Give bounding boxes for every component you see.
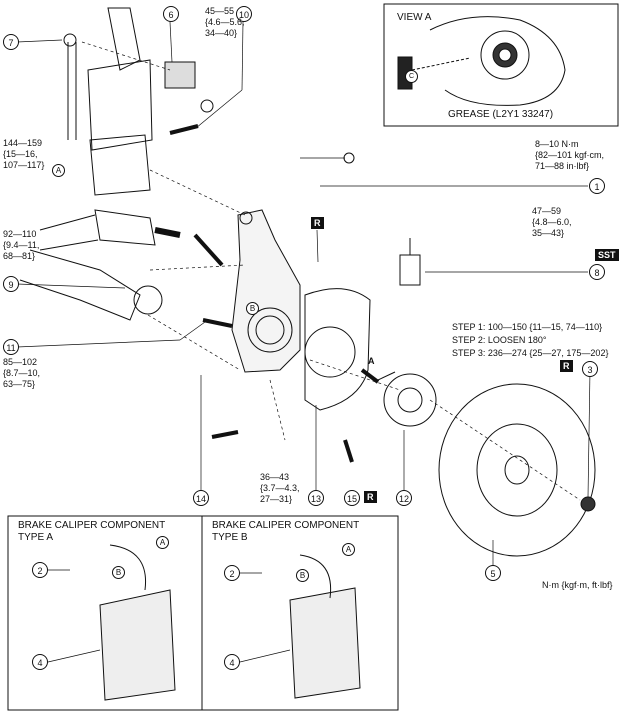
callout-13: 13: [308, 490, 324, 506]
torque-step-3: STEP 3: 236—274 {25—27, 175—202}: [452, 348, 609, 358]
view-a-hub: [480, 30, 530, 80]
view-a-frame: [383, 3, 619, 127]
callout-10: 10: [236, 6, 252, 22]
torque-step-2: STEP 2: LOOSEN 180°: [452, 335, 547, 345]
reuse-tag-bolt: R: [364, 491, 377, 503]
callout-8: 8: [589, 264, 605, 280]
reuse-tag-hub: R: [560, 360, 573, 372]
letter-a-caliper-a: A: [156, 536, 169, 549]
letter-a-strut: A: [52, 164, 65, 177]
grease-note: GREASE (L2Y1 33247): [448, 109, 554, 120]
caliper-a-title: BRAKE CALIPER COMPONENT TYPE A: [18, 520, 166, 543]
callout-3: 3: [582, 361, 598, 377]
callout-9: 9: [3, 276, 19, 292]
caliper-b-title: BRAKE CALIPER COMPONENT TYPE B: [212, 520, 360, 543]
torque-item-6: 45—55 {4.6—5.6, 34—40}: [205, 6, 245, 38]
reuse-tag-nut: R: [311, 217, 324, 229]
letter-a-caliper-b: A: [342, 543, 355, 556]
torque-step-1: STEP 1: 100—150 {11—15, 74—110}: [452, 322, 603, 332]
callout-1: 1: [589, 178, 605, 194]
arrow-a-label: A: [368, 356, 375, 366]
torque-mid-left: 92—110 {9.4—11, 68—81}: [3, 229, 40, 261]
letter-b-knuckle: B: [246, 302, 259, 315]
sst-tag: SST: [595, 249, 619, 261]
callout-2b: 2: [224, 565, 240, 581]
torque-sensor: 8—10 N·m {82—101 kgf·cm, 71—88 in·lbf}: [535, 139, 605, 171]
letter-b-caliper-a: B: [112, 566, 125, 579]
callout-11: 11: [3, 339, 19, 355]
torque-lower-left: 85—102 {8.7—10, 63—75}: [3, 357, 41, 389]
view-a-title: VIEW A: [397, 12, 432, 23]
brake-rotor-outline: [438, 383, 596, 557]
torque-bottom: 36—43 {3.7—4.3, 27—31}: [260, 472, 300, 504]
view-a-letter-c: C: [405, 70, 418, 83]
torque-upper-left: 144—159 {15—16, 107—117}: [3, 138, 45, 170]
letter-b-caliper-b: B: [296, 569, 309, 582]
callout-4b: 4: [224, 654, 240, 670]
caliper-frame: [7, 515, 399, 711]
callout-15: 15: [344, 490, 360, 506]
torque-sst-nut: 47—59 {4.8—6.0, 35—43}: [532, 206, 572, 238]
units-note: N·m {kgf·m, ft·lbf}: [542, 580, 613, 590]
callout-7: 7: [3, 34, 19, 50]
callout-4a: 4: [32, 654, 48, 670]
callout-5: 5: [485, 565, 501, 581]
callout-14: 14: [193, 490, 209, 506]
callout-12: 12: [396, 490, 412, 506]
callout-2a: 2: [32, 562, 48, 578]
callout-6: 6: [163, 6, 179, 22]
